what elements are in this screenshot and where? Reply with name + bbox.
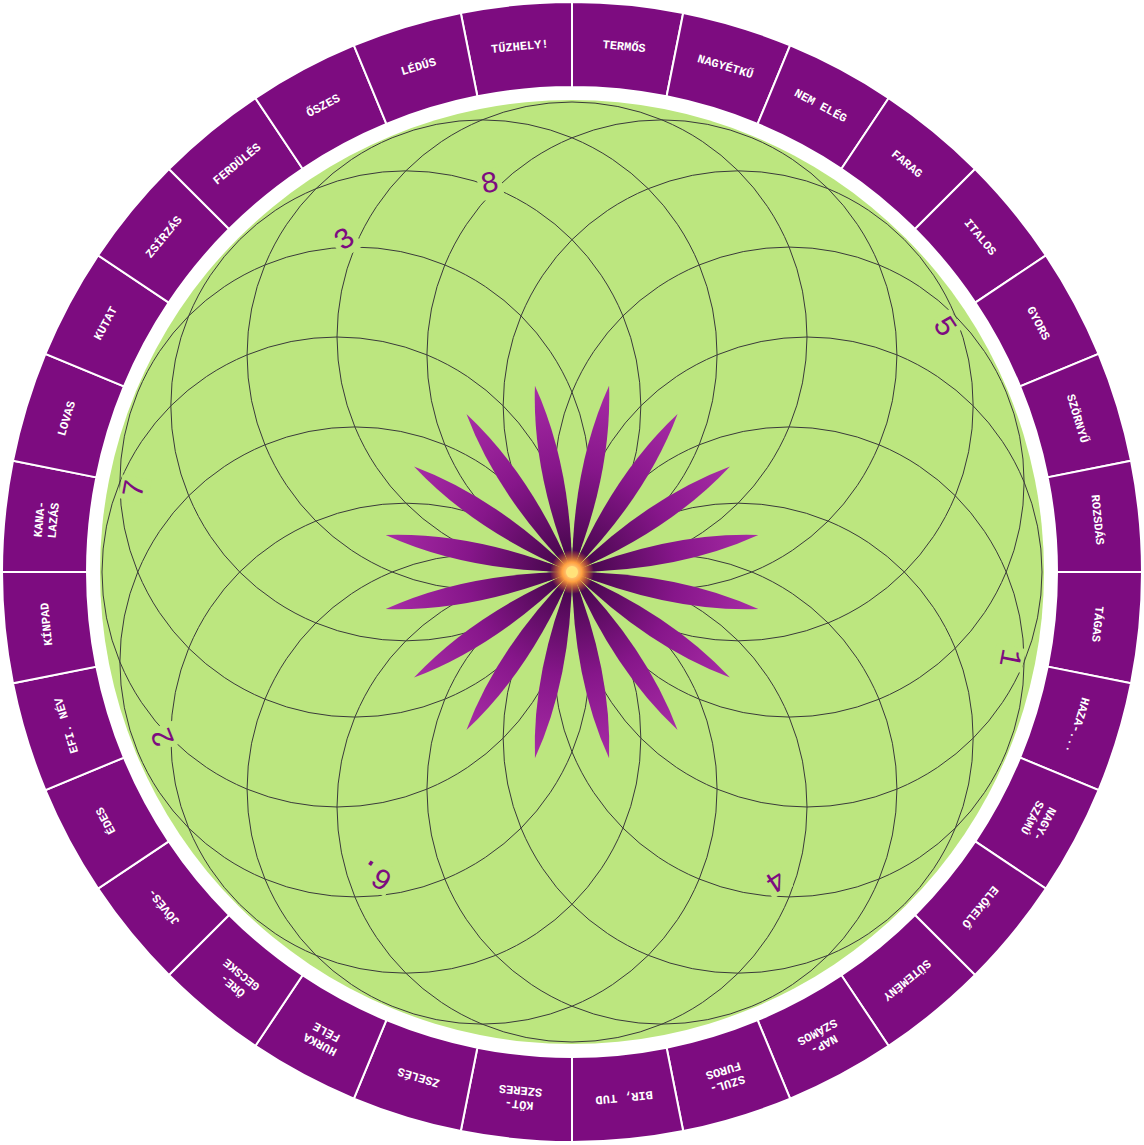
- clue-sector: [1020, 354, 1131, 478]
- clue-sector: [572, 1048, 683, 1142]
- clue-sector: [354, 13, 478, 124]
- clue-sector: [1048, 461, 1142, 572]
- grid-circles: [102, 102, 1042, 1042]
- clue-sector: [13, 667, 124, 791]
- clue-sector: [2, 572, 96, 683]
- callout-number: 1: [992, 643, 1026, 672]
- flower-glow: [550, 550, 594, 594]
- grid-circle: [572, 337, 1042, 807]
- clue-sector: [2, 461, 96, 572]
- grid-field: [100, 100, 1044, 1044]
- grid-circle: [102, 337, 572, 807]
- grid-circle: [337, 102, 807, 572]
- clue-sector: [1048, 572, 1142, 683]
- clue-sector: [572, 2, 683, 96]
- clue-sector: [461, 1048, 572, 1142]
- flower-center: [566, 566, 578, 578]
- clue-sector: [461, 2, 572, 96]
- clue-text: TÁGAS: [1088, 605, 1105, 642]
- center-flower: [384, 384, 761, 761]
- flower-petal: [525, 384, 582, 574]
- clue-sector: [667, 1020, 791, 1131]
- grid-circle: [171, 171, 641, 641]
- grid-circle: [337, 572, 807, 1042]
